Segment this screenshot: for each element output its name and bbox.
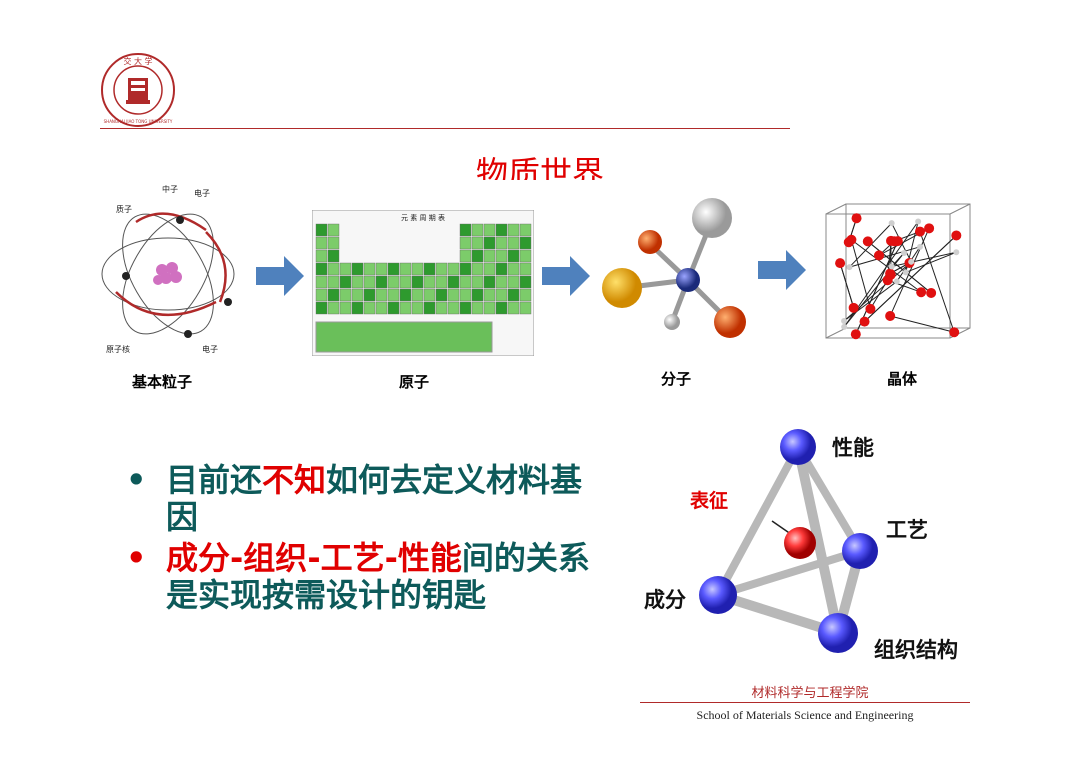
bullet2-text-end: 间的关系是实现按需设计的钥匙	[166, 539, 590, 614]
footer-school-en: School of Materials Science and Engineer…	[696, 708, 914, 722]
bullet2-sep1: -	[230, 539, 244, 577]
fundamental-particles-image: 中子 电子 质子 原子核 电子	[96, 182, 246, 357]
label-property: 性能	[832, 436, 874, 460]
label-proton: 质子	[116, 204, 132, 214]
label-microstructure: 组织结构	[874, 638, 958, 662]
university-seal-icon: 交 大 学 SHANGHAI JIAO TONG UNIVERSITY	[101, 53, 175, 127]
bullet-item: • 成分-组织-工艺-性能间的关系是实现按需设计的钥匙	[122, 540, 602, 614]
logo-text-top: 交 大 学	[123, 56, 152, 66]
footer-school-cn: 材料科学与工程学院	[751, 686, 869, 701]
caption-molecule: 分子	[660, 370, 691, 388]
label-neutron: 中子	[162, 184, 178, 194]
periodic-table-heading: 元 素 周 期 表	[401, 213, 445, 222]
center-node	[784, 527, 816, 559]
label-process: 工艺	[886, 518, 928, 542]
bullet2-process: 工艺	[320, 539, 385, 577]
bottom-node	[818, 613, 858, 653]
label-composition: 成分	[644, 588, 686, 612]
arrow-right-icon	[758, 250, 806, 290]
molecule-image	[596, 196, 756, 346]
bullet2-composition: 成分	[166, 539, 231, 577]
caption-crystal: 晶体	[886, 370, 917, 388]
bullet2-property: 性能	[397, 539, 462, 577]
bullet2-sep3: -	[384, 539, 398, 577]
top-node	[780, 429, 816, 465]
caption-fundamental-particles: 基本粒子	[131, 373, 192, 391]
bullet-list: • 目前还不知如何去定义材料基因 • 成分-组织-工艺-性能间的关系是实现按需设…	[122, 462, 602, 618]
bullet1-text-end: 如何去定义材料基因	[166, 461, 583, 536]
tetrahedron-diagram	[630, 425, 990, 675]
left-node	[699, 576, 737, 614]
label-nucleus: 原子核	[106, 344, 130, 354]
bullet2-structure: 组织	[243, 539, 308, 577]
bullet-dot: •	[126, 461, 147, 499]
bullet1-text: 目前还	[166, 461, 263, 499]
pipeline-band	[92, 180, 998, 400]
header-divider	[100, 128, 790, 129]
right-node	[842, 533, 878, 569]
label-characterization: 表征	[690, 490, 729, 512]
bullet-dot: •	[126, 539, 147, 577]
logo-text-bottom: SHANGHAI JIAO TONG UNIVERSITY	[104, 119, 173, 124]
caption-atom: 原子	[398, 373, 429, 391]
label-electron-top: 电子	[194, 188, 210, 198]
bullet2-sep2: -	[307, 539, 321, 577]
bullet-item: • 目前还不知如何去定义材料基因	[122, 462, 602, 536]
arrow-right-icon	[256, 256, 304, 296]
university-logo: 交 大 学 SHANGHAI JIAO TONG UNIVERSITY	[100, 52, 176, 128]
crystal-image	[820, 200, 976, 352]
label-electron-bottom: 电子	[202, 344, 218, 354]
footer-divider	[640, 702, 970, 703]
bullet1-highlight: 不知	[262, 461, 327, 499]
arrow-right-icon	[542, 256, 590, 296]
periodic-table-image: 元 素 周 期 表	[311, 209, 535, 357]
